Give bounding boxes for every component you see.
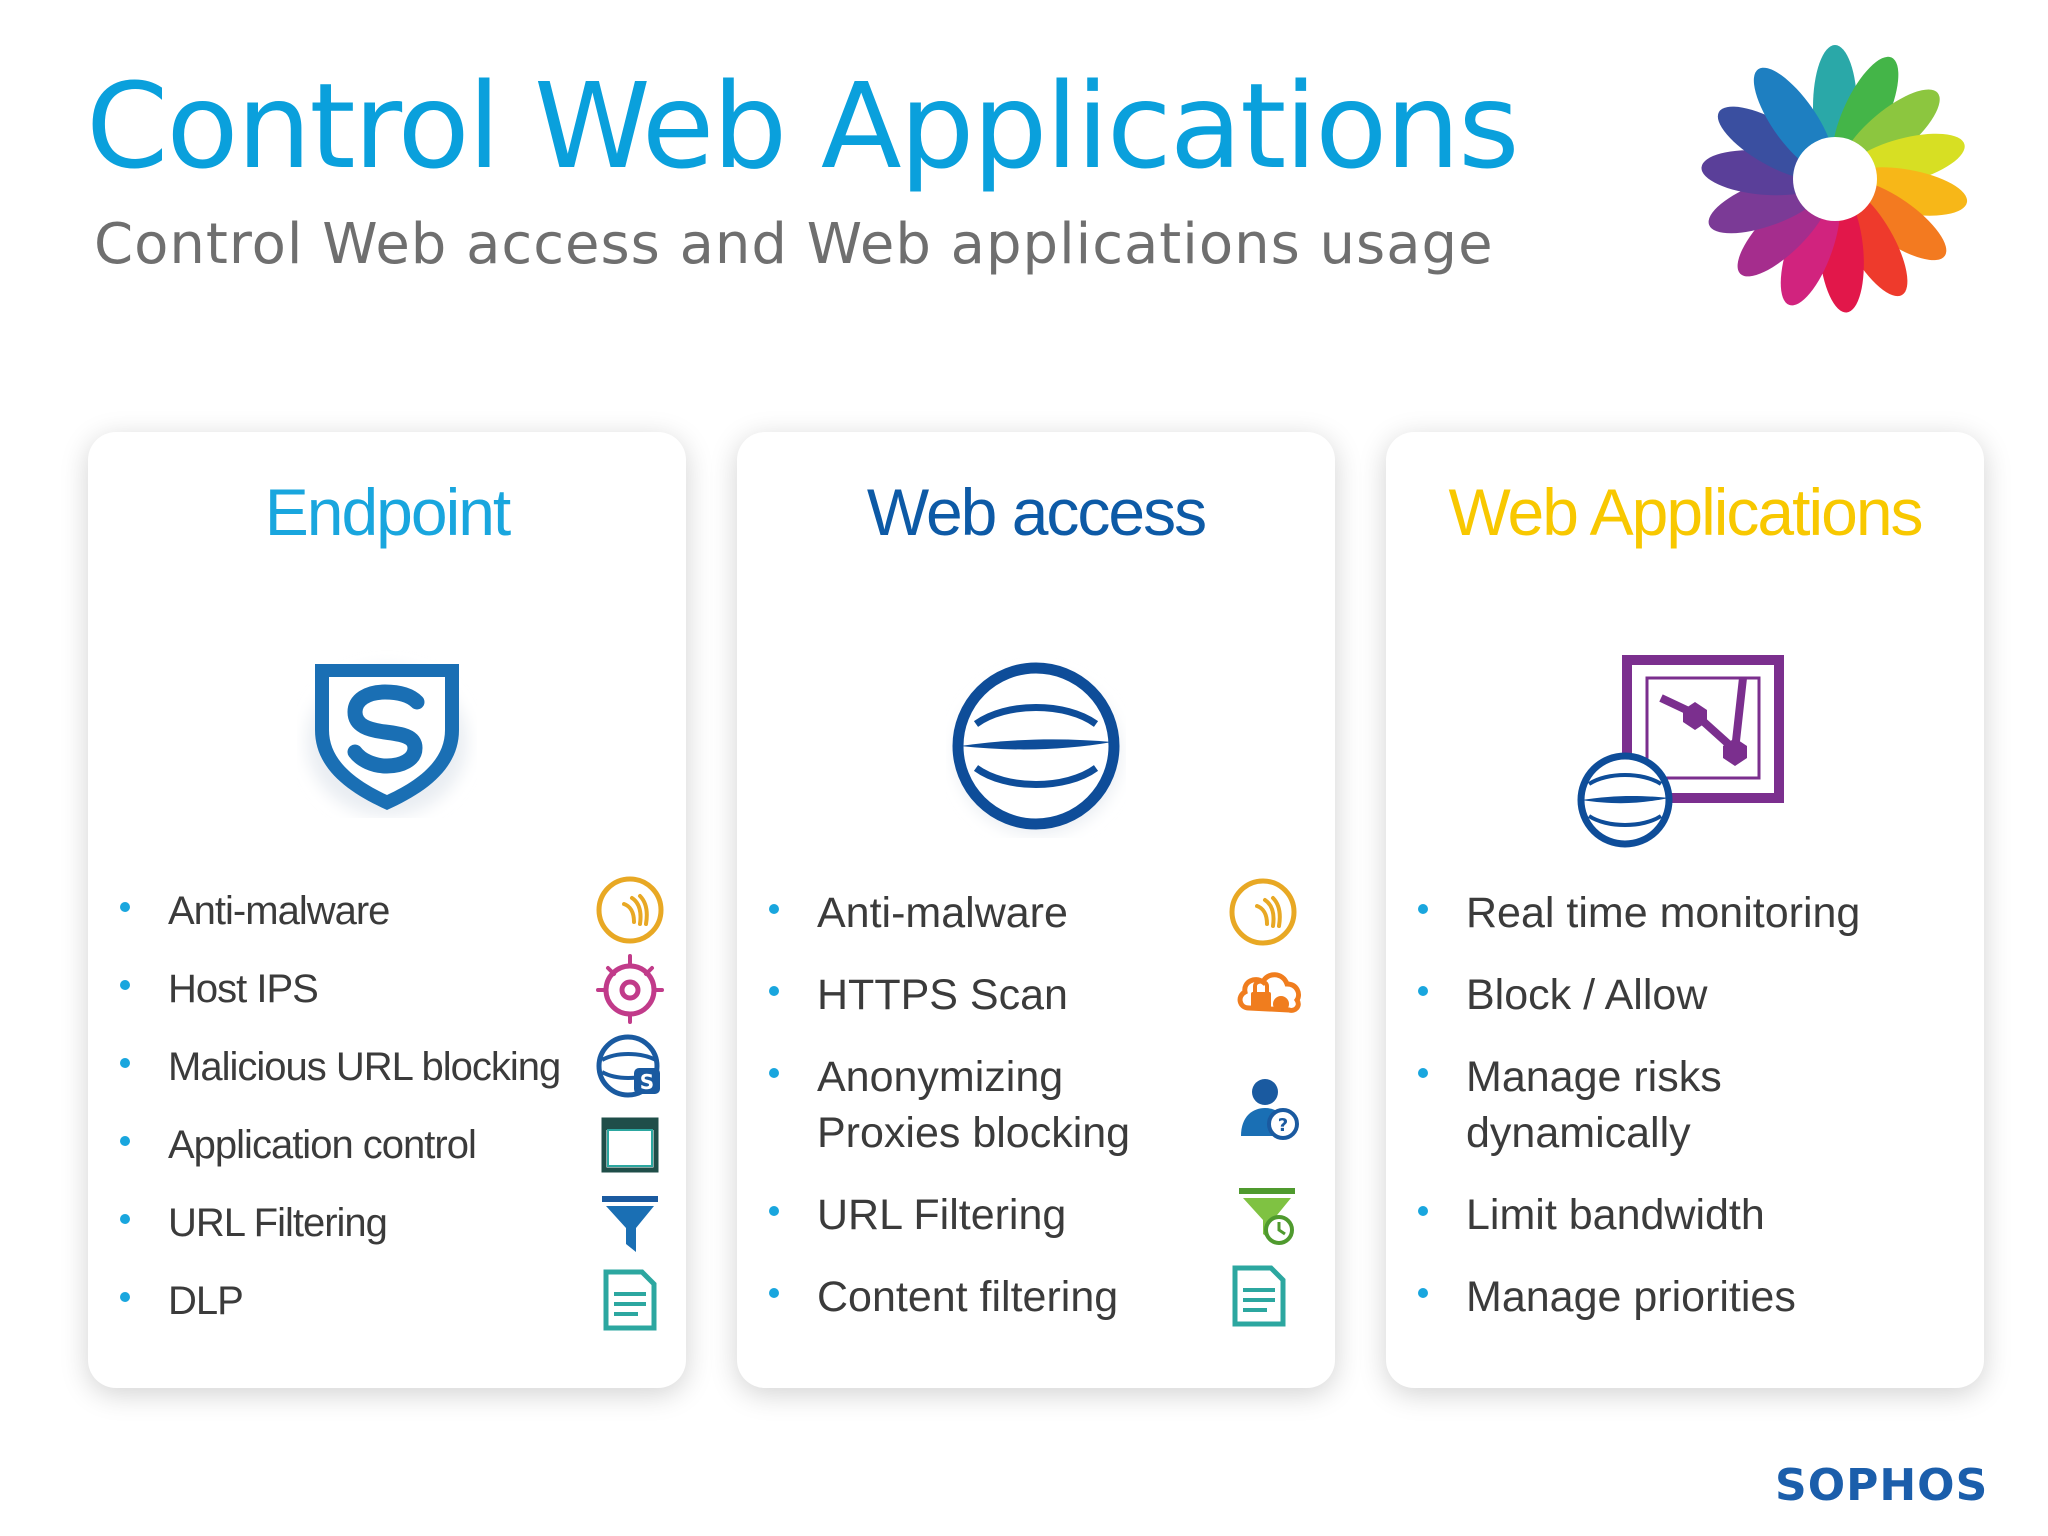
page-subtitle: Control Web access and Web applications … [94,212,1494,277]
card-title: Web access [866,475,1207,549]
card-title: Web Applications [1448,475,1923,549]
application-window-icon [594,1108,666,1180]
svg-text:?: ? [1278,1115,1288,1136]
cloud-lock-icon [1233,958,1305,1030]
filter-funnel-icon [594,1186,666,1258]
filter-clock-icon [1231,1178,1303,1250]
anti-malware-icon [1227,876,1299,948]
page-title: Control Web Applications [86,57,1520,195]
anonymous-user-icon: ? [1231,1072,1303,1144]
sophos-logo: SOPHOS [1775,1460,1989,1511]
globe-icon [737,658,1335,838]
list-item: Manage risks dynamically [1418,1050,1964,1160]
document-icon [1223,1260,1295,1332]
card-web-access: Web access Anti-malware HTTPS Sca [737,432,1335,1388]
colorful-shoes-circle-image [1660,44,2010,314]
list-item: Anonymizing Proxies blocking ? [769,1050,1315,1160]
anti-malware-icon [594,874,666,946]
document-icon [594,1264,666,1336]
web-app-graph-icon [1386,654,1984,850]
sophos-shield-icon [88,650,686,818]
malicious-url-icon: S [594,1030,666,1102]
svg-text:S: S [640,1070,654,1094]
host-ips-icon [594,952,666,1024]
card-title: Endpoint [264,475,512,549]
card-web-applications: Web Applications Real time monitoring [1386,432,1984,1388]
card-endpoint: Endpoint Anti-malware Host IPS [88,432,686,1388]
